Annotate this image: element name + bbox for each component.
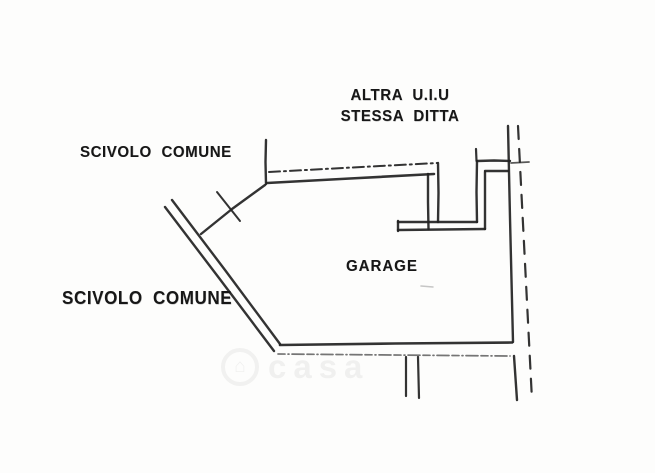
party-line-diagonal: [199, 183, 267, 236]
right-boundary-wall-lower: [512, 354, 519, 402]
scan-artifact-dash: [420, 285, 434, 288]
bottom-opening-right-jamb: [416, 355, 421, 400]
adjacent-unit-boundary-dashdot: [268, 162, 438, 173]
label-garage: GARAGE: [346, 257, 418, 276]
garage-bottom-wall-inner: [277, 353, 511, 357]
ramp-edge-inner: [163, 205, 276, 353]
garage-top-wall: [265, 172, 436, 185]
label-scivolo-comune-top: SCIVOLO COMUNE: [80, 143, 232, 162]
partition-wall-lower: [396, 227, 487, 232]
notch-stub: [474, 147, 478, 163]
label-scivolo-comune-bottom: SCIVOLO COMUNE: [62, 288, 233, 309]
notch-wall-left: [475, 159, 479, 224]
jog-wall-outer: [436, 161, 440, 224]
road-boundary-dashed: [516, 124, 534, 402]
ramp-edge-outer: [170, 198, 282, 346]
garage-bottom-wall-outer: [278, 341, 514, 347]
jog-wall-inner: [426, 172, 430, 231]
label-adjacent-unit: ALTRA U.I.U STESSA DITTA: [328, 85, 472, 127]
label-adjacent-unit-line2: STESSA DITTA: [340, 107, 460, 126]
boundary-dash-right: [510, 161, 530, 164]
notch-top-upper: [475, 159, 512, 163]
diagonal-tick-mark: [216, 191, 241, 222]
boundary-vertical-tick: [264, 138, 268, 186]
label-adjacent-unit-line1: ALTRA U.I.U: [350, 86, 450, 105]
right-boundary-wall: [506, 124, 515, 344]
